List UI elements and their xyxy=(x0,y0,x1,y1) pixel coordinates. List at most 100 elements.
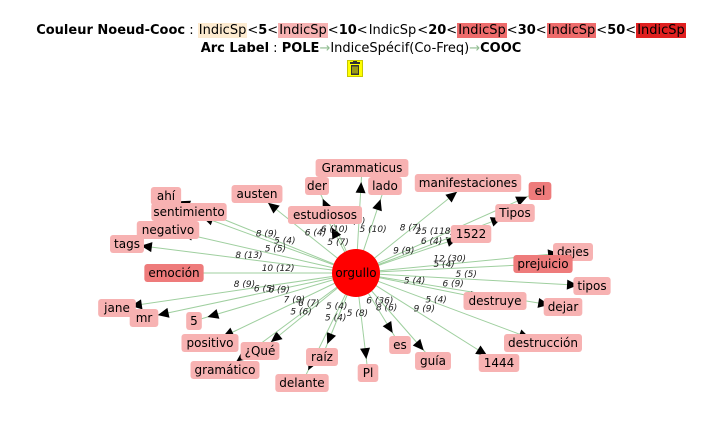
graph-node[interactable]: lado xyxy=(368,177,402,195)
graph-node[interactable]: Grammaticus xyxy=(315,159,409,177)
edge-label: 5 (5) xyxy=(265,245,286,255)
edge-line xyxy=(209,272,357,344)
graph-node[interactable]: 1522 xyxy=(450,225,492,243)
graph-node[interactable]: dejar xyxy=(543,298,583,316)
edge-label: 6 (36) xyxy=(366,296,393,306)
graph-node[interactable]: ¿Qué xyxy=(240,342,280,360)
edge-label: 5 (5) xyxy=(456,270,477,280)
graph-node-label: Pl xyxy=(363,366,374,380)
graph-node[interactable]: jane xyxy=(98,299,136,317)
graph-node-label: Tipos xyxy=(498,206,531,220)
graph-node-label: destruye xyxy=(469,294,522,308)
graph-node[interactable]: guía xyxy=(415,352,451,370)
edge-arrowhead xyxy=(445,191,458,203)
edge-label: 5 (6) xyxy=(290,308,311,318)
graph-node-box xyxy=(240,342,280,360)
edge-label: 8 (13) xyxy=(235,251,262,261)
edge-label: 10 (12) xyxy=(262,264,295,274)
edge-arrowhead xyxy=(130,299,143,310)
graph-node-label: destrucción xyxy=(508,336,578,350)
edge-label: 5 (8) xyxy=(347,309,368,319)
edge-arrowhead xyxy=(267,202,280,214)
graph-node[interactable]: mr xyxy=(129,309,159,327)
graph-node-box xyxy=(190,361,260,379)
edge-line xyxy=(355,272,593,287)
graph-node-box xyxy=(144,264,204,282)
graph-node[interactable]: el xyxy=(528,182,552,200)
graph-node-label: delante xyxy=(279,376,324,390)
graph-node[interactable]: manifestaciones xyxy=(414,174,522,192)
edge-label: 6 (4) xyxy=(305,228,326,238)
graph-node[interactable]: delante xyxy=(275,374,329,392)
legend-arc-title: Arc Label xyxy=(200,41,270,56)
edge-label: 8 (9) xyxy=(234,280,255,290)
graph-node-label: dejar xyxy=(548,300,579,314)
graph-node[interactable]: sentimiento xyxy=(151,203,227,221)
graph-node[interactable]: Pl xyxy=(357,364,379,382)
graph-node-box xyxy=(98,299,136,317)
edge-arrowhead xyxy=(270,331,283,343)
graph-node-label: tags xyxy=(114,237,140,251)
graph-node[interactable]: negativo xyxy=(136,221,200,239)
graph-node-label: der xyxy=(307,179,327,193)
graph-node[interactable]: estudiosos xyxy=(287,206,363,224)
edge-label: 5 (10) xyxy=(360,225,387,235)
edge-label: 9 (9) xyxy=(414,305,435,315)
graph-node-label: emoción xyxy=(148,266,199,280)
graph-node[interactable]: tipos xyxy=(573,277,611,295)
graph-node-box xyxy=(150,187,182,205)
graph-node-box xyxy=(110,235,144,253)
edge-line xyxy=(188,211,357,274)
legend-cooc: COOC xyxy=(480,41,522,56)
graph-node-label: ahí xyxy=(157,189,176,203)
graph-node-label: tipos xyxy=(577,279,606,293)
edge-label: 9 (9) xyxy=(393,246,414,256)
edge-arrowhead xyxy=(140,242,153,253)
graph-node[interactable]: der xyxy=(305,177,329,195)
edge-line xyxy=(193,272,357,322)
graph-node[interactable]: destruye xyxy=(463,292,527,310)
graph-node[interactable]: raíz xyxy=(306,348,338,366)
graph-node[interactable]: tags xyxy=(110,235,144,253)
graph-node-box xyxy=(573,277,611,295)
graph-node[interactable]: positivo xyxy=(181,334,239,352)
edge-arrowhead xyxy=(355,181,366,194)
graph-node-box xyxy=(414,174,522,192)
graph-node[interactable]: gramático xyxy=(190,361,260,379)
edge-label: 6 (7) xyxy=(298,299,319,309)
graph-node[interactable]: Tipos xyxy=(495,204,535,222)
edge-line xyxy=(167,229,357,274)
edge-label: 5 (4) xyxy=(425,296,446,306)
graph-node[interactable]: 5 xyxy=(186,312,202,330)
graph-node[interactable]: austen xyxy=(231,185,283,203)
edge-label: 5 (4) xyxy=(325,314,346,324)
graph-node-box xyxy=(231,185,283,203)
edge-label: 8 (7) xyxy=(400,224,421,234)
graph-node-box xyxy=(181,334,239,352)
edge-label: 6 (10) xyxy=(321,225,348,235)
graph-node-label: gramático xyxy=(195,363,256,377)
edge-label: 5 (7) xyxy=(327,238,348,248)
graph-node[interactable]: ahí xyxy=(150,187,182,205)
graph-node-label: manifestaciones xyxy=(419,176,517,190)
edge-line xyxy=(116,272,357,309)
graph-node-label: sentimiento xyxy=(153,205,224,219)
graph-node[interactable]: emoción xyxy=(144,264,204,282)
edge-arrowhead xyxy=(382,321,393,334)
center-node[interactable]: orgullo xyxy=(332,249,380,297)
graph-node[interactable]: 1444 xyxy=(478,354,520,372)
graph-node-box xyxy=(543,298,583,316)
trash-icon[interactable] xyxy=(347,60,363,77)
graph-node[interactable]: prejuicio xyxy=(513,255,573,273)
center-node-label: orgullo xyxy=(335,266,376,280)
graph-node[interactable]: destrucción xyxy=(504,334,582,352)
legend-swatch-3: IndicSp xyxy=(368,23,417,38)
graph-node-box xyxy=(275,374,329,392)
edge-label: 8 (6) xyxy=(376,304,397,314)
graph-node[interactable]: es xyxy=(389,336,411,354)
graph-node-label: guía xyxy=(420,354,446,368)
edge-label: 25 (118) xyxy=(416,227,455,237)
edge-arrowhead xyxy=(331,227,342,240)
graph-node-box xyxy=(450,225,492,243)
edge-line xyxy=(355,263,544,274)
